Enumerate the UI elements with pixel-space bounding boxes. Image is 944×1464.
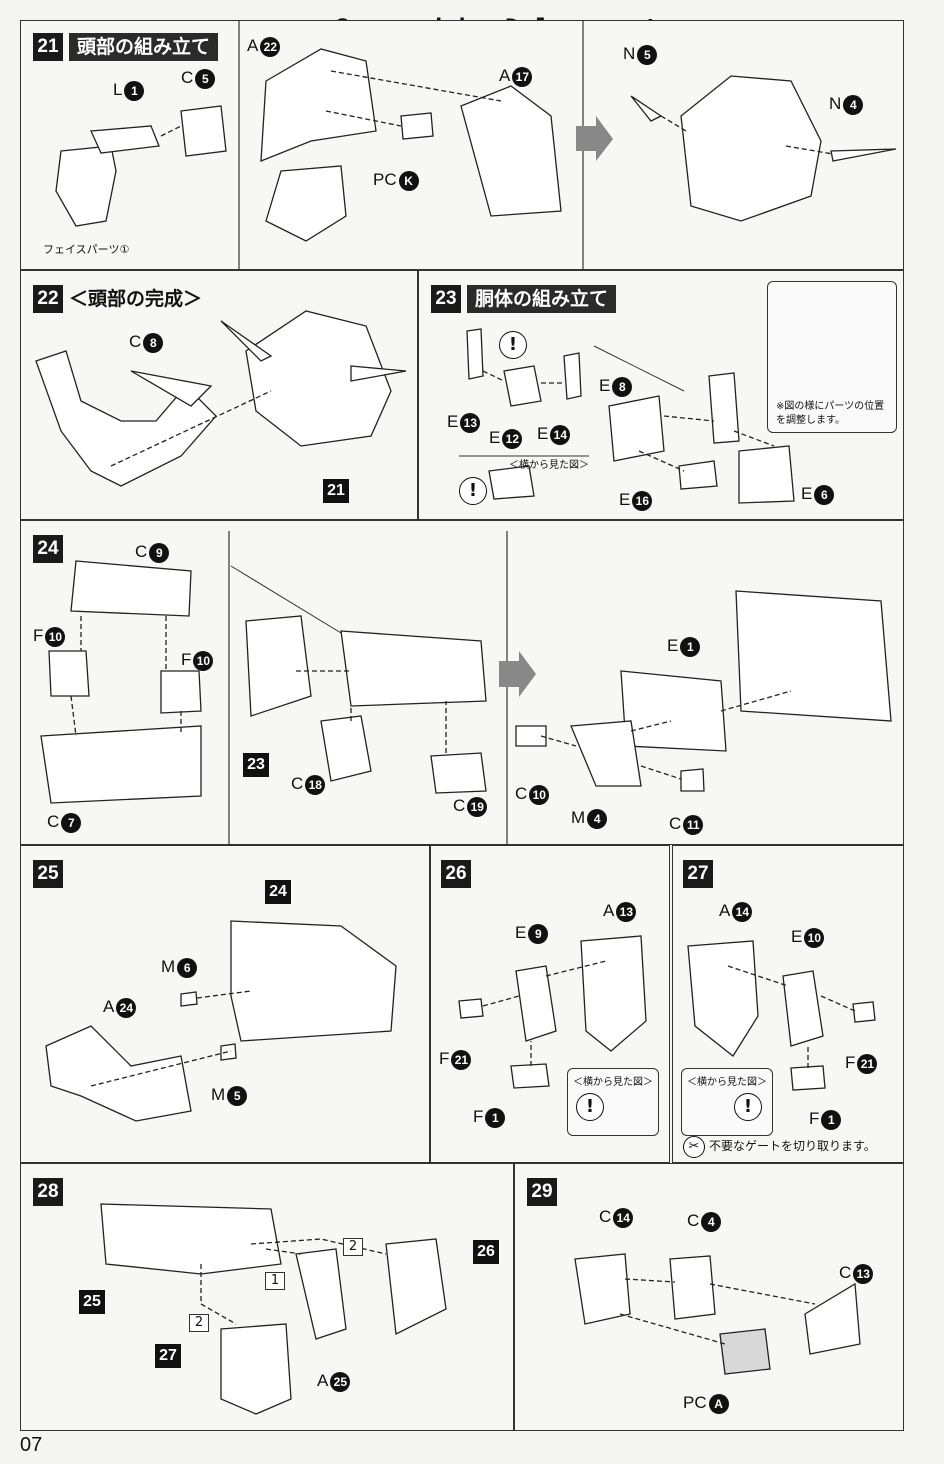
step-21-title: 頭部の組み立て — [69, 33, 219, 61]
step-27-number: 27 — [683, 860, 713, 888]
side-view-inset: ＜横から見た図＞ ! — [681, 1068, 773, 1136]
ref-step-21: 21 — [323, 479, 349, 503]
cut-gate-icon: ✂ — [683, 1136, 705, 1158]
step-25-drawing — [45, 920, 397, 1122]
sequence-2: 2 — [343, 1238, 363, 1256]
step-22-number: 22 — [33, 285, 63, 313]
ref-step-26: 26 — [473, 1240, 499, 1264]
ref-step-27: 27 — [155, 1344, 181, 1368]
sequence-2: 2 — [189, 1314, 209, 1332]
ref-step-24: 24 — [265, 880, 291, 904]
step-21-number: 21 — [33, 33, 63, 61]
ref-step-23: 23 — [243, 753, 269, 777]
step-25-number: 25 — [33, 860, 63, 888]
side-view-label: ＜横から見た図＞ — [687, 1077, 767, 1088]
step-21-drawing — [55, 21, 897, 269]
step-23-number: 23 — [431, 285, 461, 313]
step-28-drawing — [100, 1203, 447, 1415]
warning-icon: ! — [499, 331, 527, 359]
warning-icon: ! — [459, 477, 487, 505]
step-29-drawing — [574, 1253, 861, 1375]
adjust-note: ※図の様にパーツの位置を調整します。 — [776, 401, 885, 426]
warning-icon: ! — [576, 1093, 604, 1121]
gate-note: 不要なゲートを切り取ります。 — [709, 1139, 876, 1153]
side-view-label: ＜横から見た図＞ — [573, 1077, 653, 1088]
step-24-drawing — [40, 531, 892, 844]
step-22-title: ＜頭部の完成＞ — [69, 288, 203, 310]
adjust-position-inset: ※図の様にパーツの位置を調整します。 — [767, 281, 897, 433]
warning-icon: ! — [734, 1093, 762, 1121]
side-view-inset: ＜横から見た図＞ ! — [567, 1068, 659, 1136]
ref-step-25: 25 — [79, 1290, 105, 1314]
step-27-drawing — [687, 940, 876, 1091]
step-26-number: 26 — [441, 860, 471, 888]
side-view-label: ＜横から見た図＞ — [509, 460, 589, 471]
step-24-number: 24 — [33, 535, 63, 563]
step-29-number: 29 — [527, 1178, 557, 1206]
face-parts-label: フェイスパーツ① — [43, 243, 130, 256]
page-number: 07 — [20, 1434, 43, 1456]
step-23-title: 胴体の組み立て — [467, 285, 617, 313]
step-22-drawing — [35, 310, 407, 487]
sequence-1: 1 — [265, 1272, 285, 1290]
step-26-drawing — [458, 935, 647, 1089]
step-28-number: 28 — [33, 1178, 63, 1206]
